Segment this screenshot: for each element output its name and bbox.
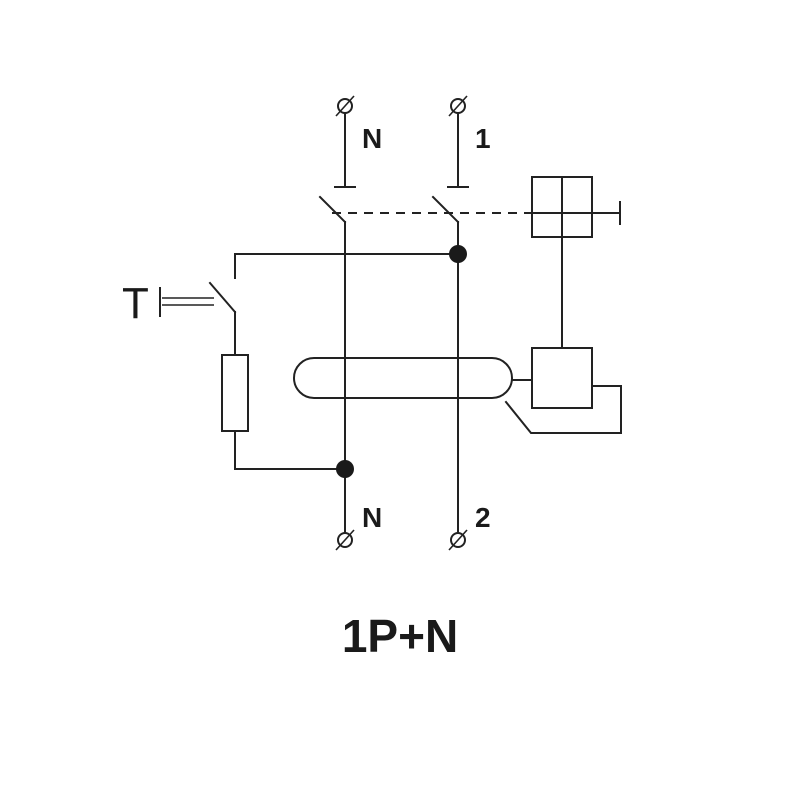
test-circuit-wire-bottom [234, 430, 346, 470]
switch-contact-phase [431, 195, 460, 224]
junction-dot-phase [449, 245, 467, 263]
terminal-screw-icon [337, 532, 353, 548]
terminal-top-neutral: N [334, 95, 382, 188]
label-test-button: T [122, 279, 149, 328]
terminal-slash [335, 95, 355, 117]
terminal-slash [448, 529, 468, 551]
trip-mechanism [531, 176, 621, 238]
test-button: T [122, 279, 237, 356]
terminal-slash [335, 529, 355, 551]
diagram-caption: 1P+N [342, 610, 458, 662]
relay-return-wire [504, 385, 622, 434]
relay-box [531, 347, 593, 409]
terminal-slash [448, 95, 468, 117]
test-switch-contact [208, 281, 237, 314]
terminal-bottom-neutral: N [335, 502, 382, 551]
current-transformer [293, 357, 513, 399]
label-top-phase: 1 [475, 123, 491, 154]
label-bottom-neutral: N [362, 502, 382, 533]
test-circuit-wire-top [234, 253, 459, 279]
relay [504, 236, 622, 434]
terminal-screw-icon [450, 532, 466, 548]
junction-dot-neutral [336, 460, 354, 478]
label-top-neutral: N [362, 123, 382, 154]
terminal-bottom-phase: 2 [448, 502, 491, 551]
label-bottom-phase: 2 [475, 502, 491, 533]
switch-contact-neutral [318, 195, 347, 224]
test-resistor [221, 354, 249, 432]
terminal-top-phase: 1 [447, 95, 491, 188]
